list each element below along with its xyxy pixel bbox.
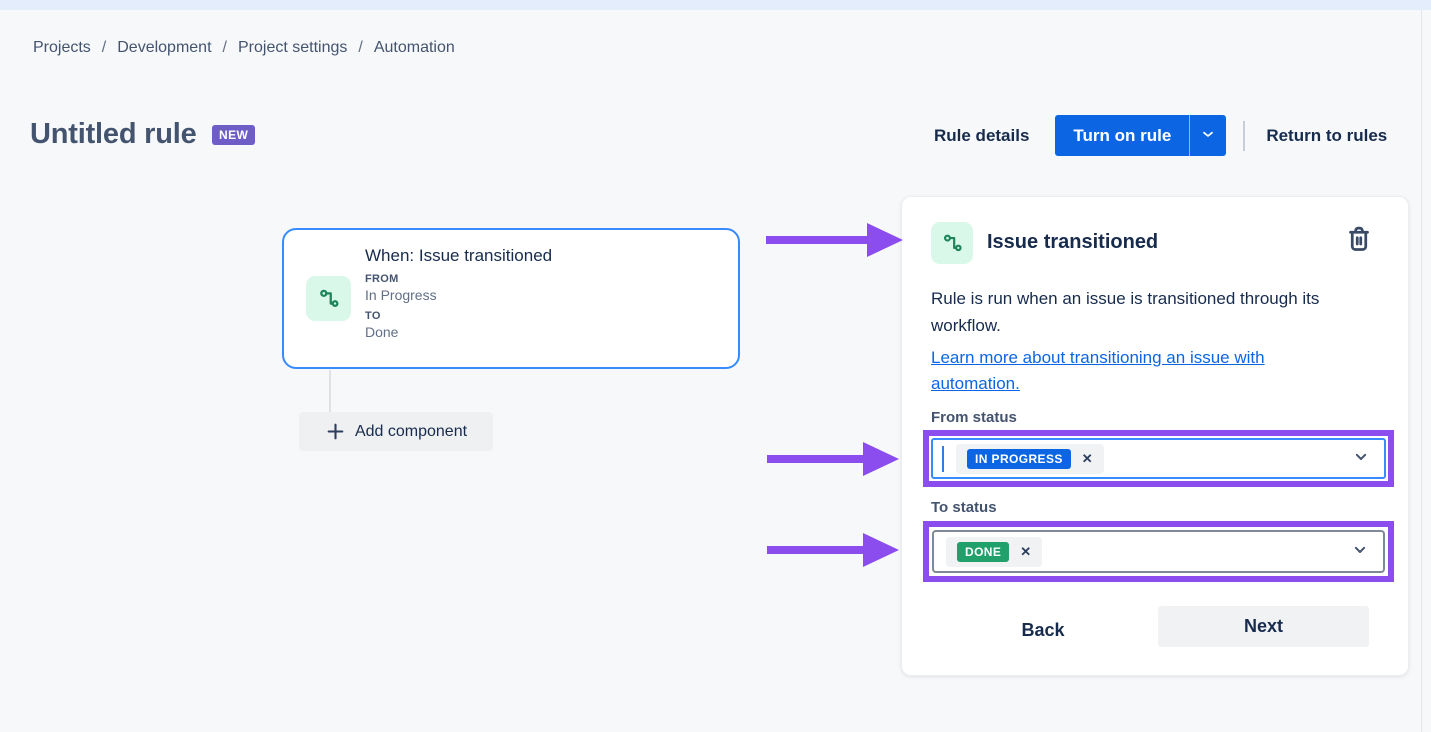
panel-description: Rule is run when an issue is transitione… (931, 285, 1387, 339)
trigger-card-from-label: FROM (365, 273, 552, 285)
issue-transitioned-icon (306, 276, 351, 321)
next-button[interactable]: Next (1158, 606, 1369, 647)
chevron-down-icon[interactable] (1350, 539, 1370, 564)
breadcrumb-item-development[interactable]: Development (117, 39, 211, 57)
breadcrumb: Projects / Development / Project setting… (33, 39, 455, 57)
breadcrumb-separator: / (223, 39, 227, 57)
trigger-card-text: When: Issue transitioned FROM In Progres… (365, 246, 552, 340)
from-status-chip: IN PROGRESS ✕ (956, 444, 1104, 474)
to-status-chip: DONE ✕ (946, 537, 1042, 567)
to-status-label: To status (931, 499, 997, 516)
from-status-label: From status (931, 409, 1017, 426)
trigger-detail-panel: Issue transitioned Rule is run when an i… (901, 196, 1409, 676)
top-accent-strip (0, 0, 1431, 10)
trigger-card-from-value: In Progress (365, 287, 552, 303)
breadcrumb-item-project-settings[interactable]: Project settings (238, 39, 347, 57)
breadcrumb-separator: / (102, 39, 106, 57)
from-status-select[interactable]: IN PROGRESS ✕ (931, 438, 1386, 479)
breadcrumb-item-automation[interactable]: Automation (374, 39, 455, 57)
chevron-down-icon[interactable] (1351, 446, 1371, 471)
add-component-button[interactable]: Add component (299, 412, 493, 451)
add-component-label: Add component (355, 423, 467, 441)
remove-icon[interactable]: ✕ (1020, 545, 1031, 558)
breadcrumb-separator: / (358, 39, 362, 57)
done-lozenge: DONE (957, 542, 1009, 562)
trash-icon (1344, 243, 1374, 258)
to-status-select[interactable]: DONE ✕ (932, 530, 1385, 573)
right-edge-divider (1421, 10, 1422, 732)
back-button[interactable]: Back (1012, 611, 1074, 649)
turn-on-rule-button[interactable]: Turn on rule (1055, 115, 1189, 156)
trigger-card-title: When: Issue transitioned (365, 246, 552, 266)
learn-more-link[interactable]: Learn more about transitioning an issue … (931, 345, 1331, 397)
page-title: Untitled rule (30, 118, 197, 151)
turn-on-rule-dropdown-button[interactable] (1189, 115, 1226, 156)
from-status-annotation-box: IN PROGRESS ✕ (923, 430, 1394, 487)
turn-on-rule-split-button: Turn on rule (1055, 115, 1226, 156)
chevron-down-icon (1200, 126, 1216, 145)
issue-transitioned-icon (931, 222, 973, 264)
header-divider (1243, 121, 1245, 151)
breadcrumb-item-projects[interactable]: Projects (33, 39, 91, 57)
in-progress-lozenge: IN PROGRESS (967, 449, 1071, 469)
remove-icon[interactable]: ✕ (1082, 452, 1093, 465)
rule-details-button[interactable]: Rule details (934, 126, 1029, 146)
header-actions: Rule details Turn on rule Return to rule… (934, 115, 1387, 156)
trigger-card-to-label: TO (365, 310, 552, 322)
flow-connector-line (329, 370, 331, 413)
to-status-annotation-box: DONE ✕ (923, 521, 1394, 582)
panel-title: Issue transitioned (987, 231, 1158, 254)
new-badge: NEW (212, 125, 255, 145)
return-to-rules-button[interactable]: Return to rules (1266, 126, 1387, 146)
trigger-card[interactable]: When: Issue transitioned FROM In Progres… (282, 228, 740, 369)
text-caret (942, 446, 944, 472)
plus-icon (325, 421, 346, 442)
trigger-card-to-value: Done (365, 324, 552, 340)
delete-trigger-button[interactable] (1342, 221, 1376, 260)
